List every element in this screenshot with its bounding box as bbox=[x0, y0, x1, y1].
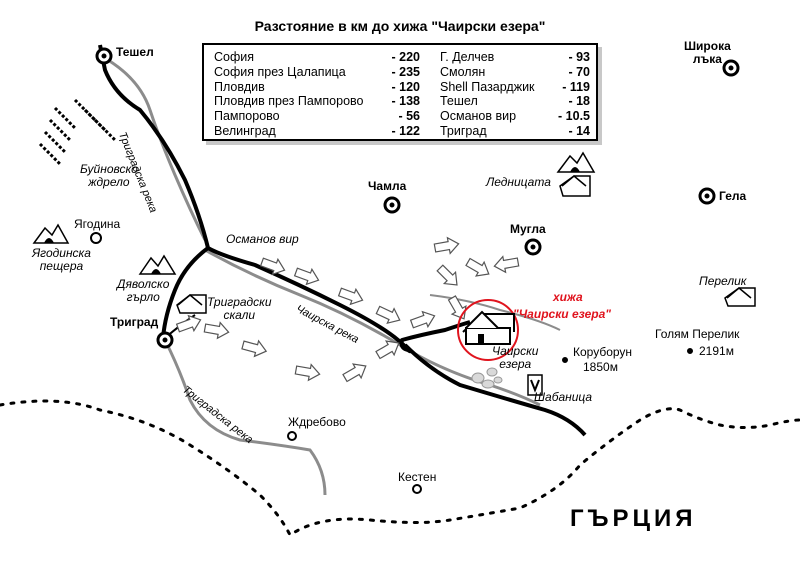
label-trigradski-skali: Триградски скали bbox=[207, 295, 272, 322]
label-lednitsata: Ледницата bbox=[486, 175, 551, 189]
state-border bbox=[0, 399, 800, 538]
label-teshel: Тешел bbox=[116, 45, 154, 59]
village-marker-zhdrebovo bbox=[287, 431, 297, 441]
label-golyam-perelik: Голям Перелик bbox=[655, 327, 740, 341]
distance-place: Shell Пазарджик bbox=[440, 79, 535, 94]
distance-km: - 220 bbox=[391, 50, 421, 64]
distance-place: Пловдив bbox=[214, 79, 265, 94]
label-yagodina: Ягодина bbox=[74, 217, 121, 231]
cave-icon-yagodinska bbox=[32, 223, 70, 244]
distance-row: София през Цалапица - 235 bbox=[214, 65, 420, 80]
distance-km: - 56 bbox=[398, 109, 420, 124]
distance-row: Г. Делчев - 93 bbox=[440, 50, 590, 65]
map-title: Разстояние в км до хижа "Чаирски езера" bbox=[254, 18, 546, 34]
peak-marker-golyam-perelik bbox=[687, 348, 693, 354]
label-koruborun-altitude: 1850м bbox=[583, 360, 618, 374]
label-chamla: Чамла bbox=[368, 179, 407, 193]
hut-icon bbox=[462, 310, 515, 345]
distance-km: - 70 bbox=[568, 64, 590, 79]
distance-column-right: Г. Делчев - 93 Смолян - 70 Shell Пазарджик - … bbox=[440, 50, 590, 139]
label-trigrad: Триград bbox=[110, 315, 159, 329]
river-chairska bbox=[204, 248, 541, 407]
town-marker-shiroka-laka bbox=[722, 59, 740, 77]
town-marker-mugla bbox=[524, 238, 542, 256]
distance-km: - 122 bbox=[391, 123, 421, 138]
label-koruborun: Коруборун bbox=[573, 345, 633, 359]
distance-place: Смолян bbox=[440, 64, 486, 79]
town-markers bbox=[90, 47, 740, 494]
shabanitsa-icon bbox=[527, 374, 543, 396]
label-kesten: Кестен bbox=[398, 470, 437, 484]
distance-row: Тешел - 18 bbox=[440, 94, 590, 109]
town-marker-trigrad bbox=[156, 331, 174, 349]
gorge-hatching bbox=[38, 98, 117, 166]
town-marker-gela bbox=[698, 187, 716, 205]
label-buynovsko-zhdrelo: Буйновско ждрело bbox=[80, 162, 138, 189]
label-hizha: хижа bbox=[553, 290, 583, 304]
distance-km: - 14 bbox=[568, 123, 590, 138]
distance-place: Тешел bbox=[440, 94, 478, 109]
cave-icon-dyavolsko bbox=[138, 254, 177, 275]
label-osmanov-vir: Османов вир bbox=[226, 232, 299, 246]
distance-row: Смолян - 70 bbox=[440, 65, 590, 80]
distance-km: - 18 bbox=[568, 94, 590, 109]
distance-km: - 93 bbox=[568, 50, 590, 64]
distance-row: Османов вир - 10.5 bbox=[440, 109, 590, 124]
label-hizha-name: "Чаирски езера" bbox=[513, 307, 611, 321]
distance-km: - 235 bbox=[391, 64, 421, 79]
cave-icon-lednitsata bbox=[556, 151, 596, 173]
river-trigradska-lower bbox=[163, 339, 327, 496]
label-shabanitsa: Шабаница bbox=[534, 390, 593, 404]
house-icon-perelik bbox=[724, 287, 756, 307]
label-dyavolsko-garlo: Дяволско гърло bbox=[117, 277, 170, 304]
distance-row: Пловдив - 120 bbox=[214, 80, 420, 95]
village-marker-yagodina bbox=[90, 232, 102, 244]
distance-place: Пампорово bbox=[214, 109, 280, 124]
label-yagodinska-peshtera: Ягодинска пещера bbox=[32, 246, 91, 273]
label-perelik: Перелик bbox=[699, 274, 747, 288]
distance-row: Пловдив през Пампорово - 138 bbox=[214, 94, 420, 109]
hut-highlight-circle bbox=[457, 299, 519, 361]
distance-place: София bbox=[214, 50, 255, 64]
label-golyam-perelik-altitude: 2191м bbox=[699, 344, 734, 358]
lakes-icon bbox=[471, 367, 503, 389]
peak-marker-koruborun bbox=[562, 357, 568, 363]
distance-km: - 119 bbox=[562, 79, 590, 94]
village-marker-kesten bbox=[412, 484, 422, 494]
distance-place: Г. Делчев bbox=[440, 50, 495, 64]
house-icon-lednitsata bbox=[559, 175, 591, 197]
label-chairski-ezera: Чаирски езера bbox=[492, 344, 539, 371]
label-shiroka-laka: Широка лъка bbox=[684, 39, 731, 66]
distance-place: Триград bbox=[440, 123, 487, 138]
distance-row: София - 220 bbox=[214, 50, 420, 65]
road-main bbox=[98, 44, 471, 354]
distance-row: Триград - 14 bbox=[440, 124, 590, 139]
distance-row: Велинград - 122 bbox=[214, 124, 420, 139]
house-icon-trigradski-skali bbox=[176, 294, 207, 314]
distance-km: - 120 bbox=[391, 79, 421, 94]
road-south bbox=[403, 343, 587, 437]
road-to-trigrad bbox=[161, 246, 210, 339]
town-marker-teshel bbox=[95, 47, 113, 65]
town-marker-chamla bbox=[383, 196, 401, 214]
distance-km: - 10.5 bbox=[558, 109, 590, 124]
distance-place: Османов вир bbox=[440, 109, 517, 124]
label-country-greece: ГЪРЦИЯ bbox=[570, 505, 697, 532]
distance-row: Shell Пазарджик - 119 bbox=[440, 80, 590, 95]
label-gela: Гела bbox=[719, 189, 747, 203]
label-zhdrebovo: Ждребово bbox=[288, 415, 346, 429]
distance-place: Велинград bbox=[214, 123, 276, 138]
distance-place: София през Цалапица bbox=[214, 64, 346, 79]
distance-km: - 138 bbox=[391, 94, 421, 109]
label-mugla: Мугла bbox=[510, 222, 546, 236]
distance-place: Пловдив през Пампорово bbox=[214, 94, 364, 109]
distance-row: Пампорово - 56 bbox=[214, 109, 420, 124]
